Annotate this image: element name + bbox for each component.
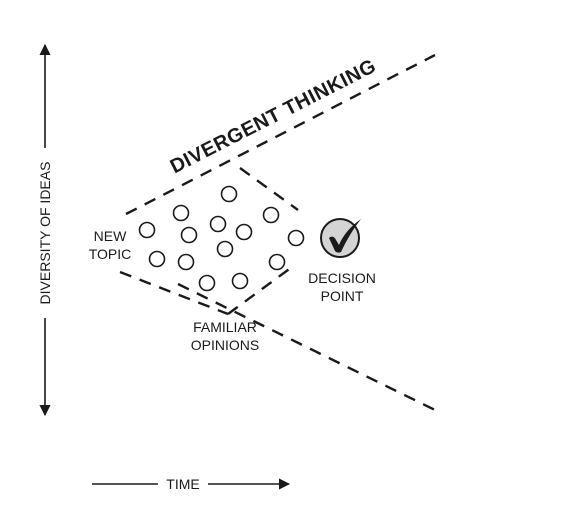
diamond-lower-right-edge <box>227 266 293 315</box>
diamond-upper-right-edge <box>239 167 299 211</box>
idea-circle <box>172 204 190 222</box>
idea-circle <box>209 215 227 233</box>
familiar-opinions-label-line1: FAMILIAR <box>193 319 257 335</box>
idea-circle <box>216 240 234 258</box>
new-topic-label-line1: NEW <box>94 228 127 244</box>
idea-circle <box>177 253 195 271</box>
y-axis-label: DIVERSITY OF IDEAS <box>37 162 53 305</box>
x-axis-label: TIME <box>166 476 199 492</box>
familiar-opinions-label-line2: OPINIONS <box>191 337 259 353</box>
decision-point-label-line2: POINT <box>321 288 364 304</box>
new-topic-label-line2: TOPIC <box>89 246 132 262</box>
checkmark-icon <box>329 219 361 253</box>
idea-circle <box>235 223 253 241</box>
divergent-upper-line <box>125 53 436 216</box>
idea-circle <box>198 274 216 292</box>
decision-point-circle <box>320 218 360 258</box>
decision-point-label-line1: DECISION <box>308 270 376 286</box>
idea-circle <box>220 185 238 203</box>
decision-point-marker <box>320 218 361 258</box>
idea-cluster <box>138 185 305 292</box>
idea-circle <box>148 250 166 268</box>
idea-circle <box>180 226 198 244</box>
idea-circle <box>138 221 156 239</box>
divergent-lower-line <box>177 282 436 412</box>
idea-circle <box>268 253 286 271</box>
idea-circle <box>231 272 249 290</box>
idea-circle <box>262 206 280 224</box>
diagram-title: DIVERGENT THINKING <box>167 55 380 178</box>
idea-circle <box>287 229 305 247</box>
